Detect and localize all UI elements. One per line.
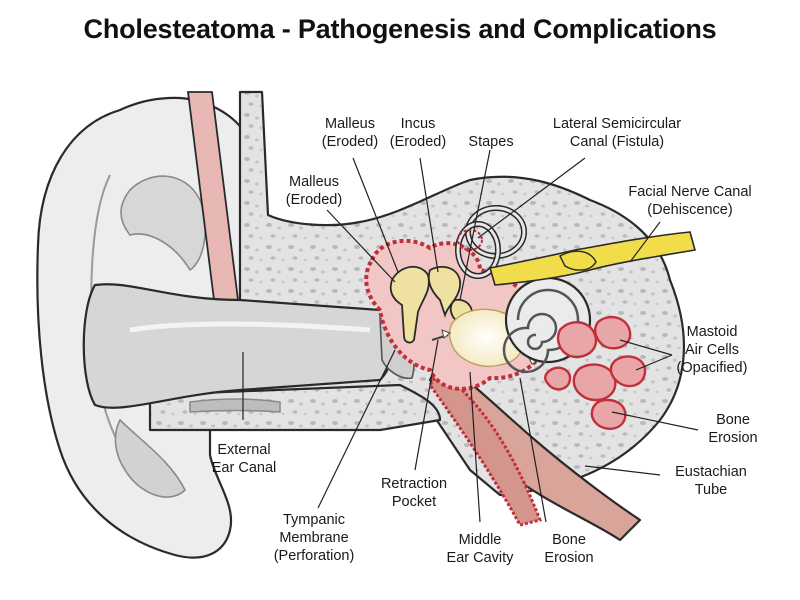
label-layer: Malleus (Eroded) Incus (Eroded) Stapes Latera…	[212, 116, 758, 566]
label-incus: Incus (Eroded)	[390, 116, 446, 150]
label-line: (Eroded)	[390, 134, 446, 150]
arrow-1-head	[441, 329, 451, 339]
canal-highlight	[129, 321, 371, 333]
label-line: Facial Nerve Canal	[628, 184, 751, 200]
label-line: (Opacified)	[677, 360, 748, 376]
leader-lines	[242, 149, 699, 523]
label-line: (Dehiscence)	[647, 202, 732, 218]
label-line: Middle	[459, 532, 502, 548]
canal-bone-groove	[189, 398, 281, 413]
label-line: Erosion	[544, 550, 593, 566]
external-ear-canal	[82, 283, 395, 409]
label-line: (Eroded)	[322, 134, 378, 150]
label-line: Lateral Semicircular	[553, 116, 681, 132]
label-line: Malleus	[289, 174, 339, 190]
ossicles	[389, 265, 473, 344]
label-line: (Perforation)	[274, 548, 355, 564]
page-title: Cholesteatoma - Pathogenesis and Complic…	[83, 14, 717, 44]
facial-nerve-ganglion	[559, 250, 597, 271]
malleus-eroded	[389, 266, 430, 344]
semicircular-canals	[455, 205, 527, 279]
label-line: Ear Canal	[212, 460, 276, 476]
label-malleus-top: Malleus (Eroded)	[322, 116, 378, 150]
label-line: Pocket	[392, 494, 436, 510]
label-line: (Eroded)	[286, 192, 342, 208]
label-line: Eustachian	[675, 464, 747, 480]
label-line: Mastoid	[687, 324, 738, 340]
label-line: Membrane	[279, 530, 348, 546]
label-line: Bone	[716, 412, 750, 428]
label-line: Erosion	[708, 430, 757, 446]
label-line: Bone	[552, 532, 586, 548]
label-malleus-left: Malleus (Eroded)	[286, 174, 342, 208]
label-line: External	[217, 442, 270, 458]
label-line: Canal (Fistula)	[570, 134, 664, 150]
label-line: Air Cells	[685, 342, 739, 358]
label-line: Malleus	[325, 116, 375, 132]
label-facial-nerve: Facial Nerve Canal (Dehiscence)	[628, 184, 751, 218]
label-line: Stapes	[468, 134, 513, 150]
label-line: Tube	[695, 482, 728, 498]
label-line: Retraction	[381, 476, 447, 492]
middle-ear-cavity	[428, 367, 543, 527]
label-line: Incus	[401, 116, 436, 132]
label-line: Tympanic	[283, 512, 345, 528]
label-stapes: Stapes	[468, 134, 513, 150]
label-line: Ear Cavity	[447, 550, 515, 566]
